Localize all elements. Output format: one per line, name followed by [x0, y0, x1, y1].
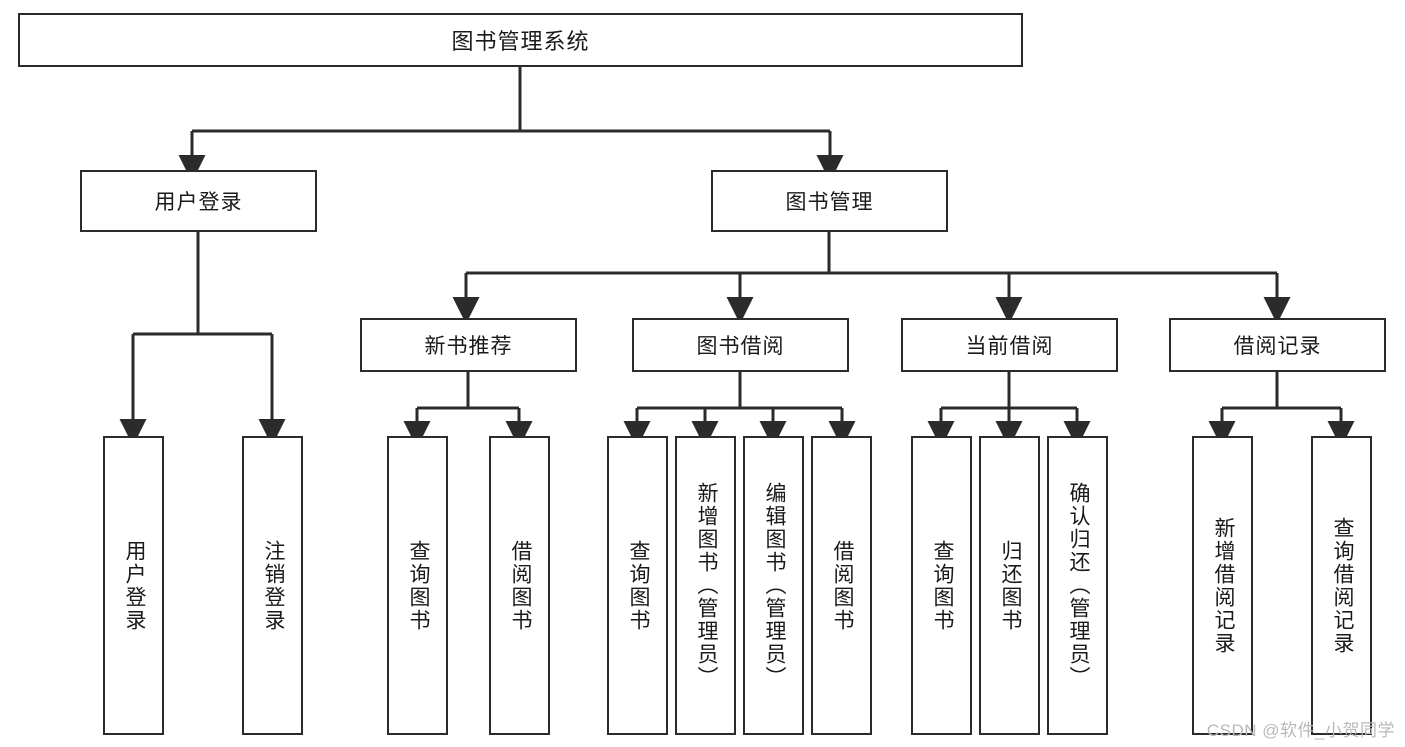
leaf-label: 查询借阅记录: [1330, 516, 1354, 655]
node-borrow-record-label: 借阅记录: [1233, 335, 1322, 358]
node-new-book-recommend[interactable]: 新书推荐: [360, 318, 577, 372]
node-user-login[interactable]: 用户登录: [80, 170, 317, 232]
node-book-management[interactable]: 图书管理: [711, 170, 948, 232]
watermark: CSDN @软件_小贺同学: [1206, 721, 1395, 740]
leaf-label: 查询图书: [626, 539, 650, 632]
leaf-label: 借阅图书: [508, 539, 532, 632]
leaf-book-borrow-borrow[interactable]: 借阅图书: [811, 436, 872, 735]
leaf-label: 新增借阅记录: [1211, 516, 1235, 655]
node-root-label: 图书管理系统: [451, 29, 590, 54]
leaf-label: 编辑图书（管理员）: [762, 482, 786, 689]
leaf-borrow-record-add[interactable]: 新增借阅记录: [1192, 436, 1253, 735]
node-new-book-recommend-label: 新书推荐: [424, 335, 513, 358]
node-borrow-record[interactable]: 借阅记录: [1169, 318, 1386, 372]
leaf-label: 新增图书（管理员）: [694, 482, 718, 689]
leaf-label: 归还图书: [998, 539, 1022, 632]
leaf-book-borrow-query[interactable]: 查询图书: [607, 436, 668, 735]
leaf-new-book-borrow[interactable]: 借阅图书: [489, 436, 550, 735]
leaf-current-borrow-query[interactable]: 查询图书: [911, 436, 972, 735]
node-current-borrow-label: 当前借阅: [965, 335, 1054, 358]
leaf-book-borrow-edit[interactable]: 编辑图书（管理员）: [743, 436, 804, 735]
leaf-label: 确认归还（管理员）: [1066, 482, 1090, 689]
leaf-current-borrow-return[interactable]: 归还图书: [979, 436, 1040, 735]
node-current-borrow[interactable]: 当前借阅: [901, 318, 1118, 372]
leaf-book-borrow-add[interactable]: 新增图书（管理员）: [675, 436, 736, 735]
leaf-label: 借阅图书: [830, 539, 854, 632]
leaf-current-borrow-confirm-return[interactable]: 确认归还（管理员）: [1047, 436, 1108, 735]
leaf-label: 查询图书: [930, 539, 954, 632]
node-root[interactable]: 图书管理系统: [18, 13, 1023, 67]
node-book-borrow-label: 图书借阅: [696, 335, 785, 358]
leaf-label: 查询图书: [406, 539, 430, 632]
leaf-label: 注销登录: [261, 539, 285, 632]
leaf-new-book-query[interactable]: 查询图书: [387, 436, 448, 735]
leaf-label: 用户登录: [122, 539, 146, 632]
node-book-management-label: 图书管理: [785, 191, 874, 214]
leaf-borrow-record-query[interactable]: 查询借阅记录: [1311, 436, 1372, 735]
leaf-user-login-signin[interactable]: 用户登录: [103, 436, 164, 735]
node-user-login-label: 用户登录: [154, 191, 243, 214]
node-book-borrow[interactable]: 图书借阅: [632, 318, 849, 372]
leaf-user-login-signout[interactable]: 注销登录: [242, 436, 303, 735]
